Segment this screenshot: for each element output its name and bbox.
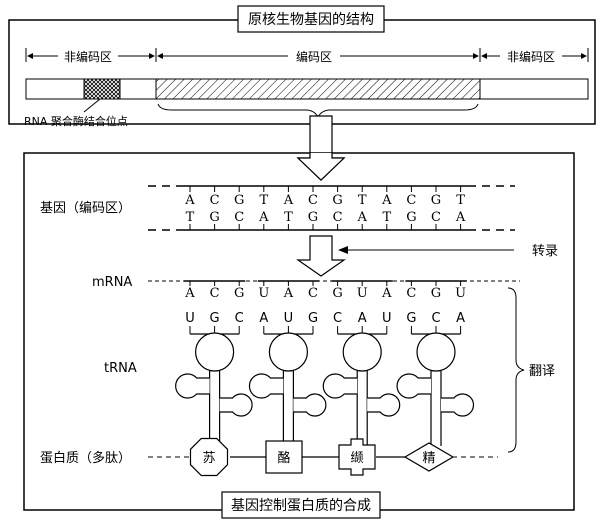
anticodon-base: A [259,311,268,326]
noncoding-right-label: 非编码区 [507,49,555,64]
dna-base-bottom: T [284,210,293,225]
anticodon-base: C [431,311,440,326]
amino-acid-label: 苏 [202,450,215,466]
mrna-base: U [455,286,466,301]
mrna-base: A [381,286,392,301]
mrna-base: U [258,286,269,301]
amino-acid-label: 酪 [277,450,290,466]
bottom-title-box [221,491,381,519]
dna-base-bottom: C [333,210,343,225]
gene-label: 基因（编码区） [40,201,131,216]
transcription-label: 转录 [532,244,558,259]
anticodon-base: G [210,311,220,326]
dna-base-bottom: G [308,210,318,225]
amino-acid-thr: 苏 [189,437,229,477]
dna-base-bottom: C [234,210,244,225]
translation-label: 翻译 [529,364,555,379]
noncoding-left-label: 非编码区 [64,49,112,64]
transcription-arrow [296,235,346,277]
protein-label: 蛋白质（多肽） [40,450,131,466]
mrna-base: U [357,286,368,301]
dna-base-top: G [431,193,441,208]
dna-base-bottom: G [406,210,416,225]
anticodon-base: U [382,311,392,326]
dna-base-bottom: A [357,210,368,225]
amino-acid-arg: 精 [403,442,455,472]
dna-base-top: C [308,193,318,208]
amino-acid-label: 缬 [350,451,363,466]
coding-label: 编码区 [296,49,332,64]
bottom-title: 基因控制蛋白质的合成 [231,497,371,514]
coding-brace [157,103,479,119]
top-title-box [237,5,385,33]
anticodon-base: C [235,311,244,326]
anticodon-base: A [358,311,367,326]
dna-base-bottom: A [258,210,269,225]
dna-base-bottom: T [382,210,391,225]
dna-base-top: C [210,193,220,208]
anticodon-base: A [456,311,465,326]
mrna-base: C [308,286,318,301]
site-pointer [83,98,101,113]
translation-brace [507,287,525,453]
anticodon-base: G [406,311,416,326]
rna-polymerase-site-label: RNA 聚合酶结合位点 [24,114,128,128]
dna-base-top: A [381,193,392,208]
dna-base-top: C [406,193,416,208]
mrna-base: G [234,286,244,301]
anticodon-base: G [308,311,318,326]
mrna-base: A [283,286,294,301]
amino-acid-label: 精 [422,451,435,466]
dna-base-top: T [358,193,367,208]
dna-base-bottom: T [186,210,195,225]
mrna-base: G [332,286,342,301]
coding-region-bar [155,78,481,100]
mrna-base: G [431,286,441,301]
dna-base-top: A [283,193,294,208]
anticodon-base: C [333,311,342,326]
amino-acid-tyr: 酪 [265,440,303,474]
dna-base-bottom: G [209,210,219,225]
mrna-base: C [406,286,416,301]
mrna-base: A [184,286,195,301]
rna-polymerase-site [83,78,121,100]
dna-base-top: G [332,193,342,208]
dna-base-top: A [184,193,195,208]
dna-base-bottom: A [455,210,466,225]
top-panel-frame [8,19,596,125]
dna-base-top: T [456,193,465,208]
dna-base-top: T [259,193,268,208]
dna-base-top: G [234,193,244,208]
mrna-base: C [210,286,220,301]
amino-acid-val: 缬 [338,438,376,476]
anticodon-base: U [284,311,294,326]
anticodon-base: U [185,311,195,326]
top-title: 原核生物基因的结构 [248,11,374,28]
prokaryote-gene-panel: 原核生物基因的结构 非编码区 编码区 非编码区 [8,5,596,128]
mrna-label: mRNA [92,275,132,290]
trna-label: tRNA [104,361,137,376]
dna-base-bottom: C [431,210,441,225]
